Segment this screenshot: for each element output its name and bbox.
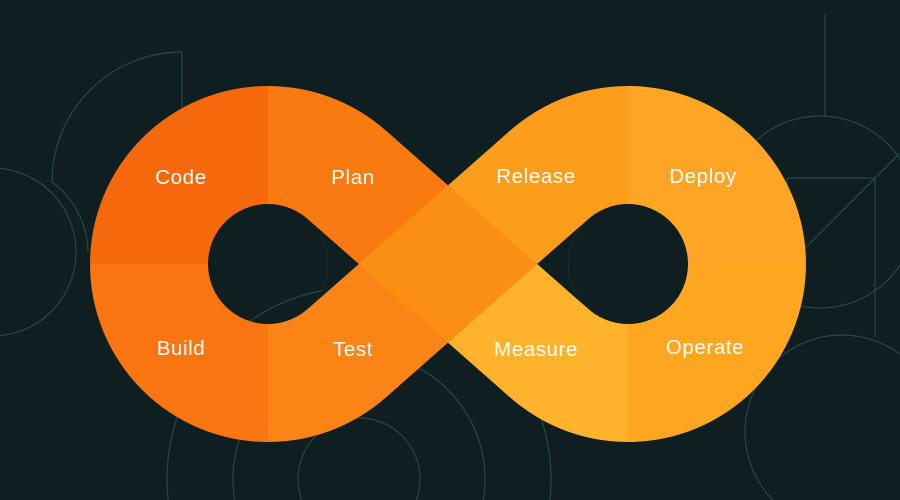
label-operate: Operate: [666, 336, 744, 359]
label-test: Test: [333, 338, 373, 361]
label-code: Code: [155, 166, 206, 189]
segment-code: [90, 86, 268, 264]
decoration-petal-top-left: [51, 51, 183, 253]
band-release-ascending: [448, 130, 589, 264]
label-release: Release: [496, 165, 575, 188]
label-build: Build: [157, 337, 206, 360]
band-test-ascending: [307, 264, 448, 398]
decoration-circle-small: [297, 417, 421, 500]
label-deploy: Deploy: [669, 165, 737, 188]
crossover-diamond: [358, 185, 538, 343]
stage-labels: Code Plan Release Deploy Build Test Meas…: [155, 165, 744, 361]
decoration-circle-left-edge: [0, 167, 77, 337]
label-plan: Plan: [331, 166, 374, 189]
infinity-loop: [90, 86, 806, 442]
decoration-circle-bottom-right: [744, 334, 900, 500]
segment-operate: [628, 264, 806, 442]
label-measure: Measure: [494, 338, 578, 361]
right-hole-notch: [537, 219, 589, 309]
left-hole-notch: [307, 219, 359, 309]
segment-deploy: [628, 86, 806, 264]
segment-build: [90, 264, 268, 442]
